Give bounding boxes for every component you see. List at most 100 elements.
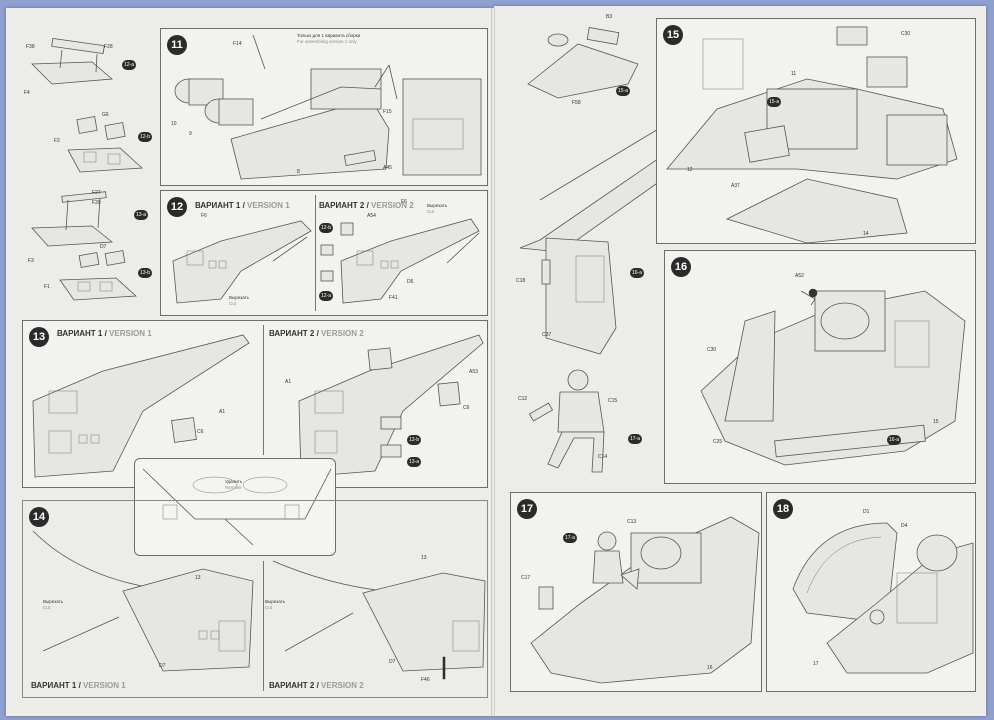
step-number-badge: 14 (29, 507, 49, 527)
step-16-panel: 16 A52 C30 15 C25 16-a (664, 250, 976, 484)
step-15-panel: 15 C30 11 12 A37 14 15-a (656, 18, 976, 244)
version-en: VERSION 1 (247, 201, 290, 210)
sub-badge: 16-a (630, 268, 644, 278)
part-label: D4 (901, 523, 908, 529)
remove-label-ru: Удалить (225, 479, 243, 484)
part-label: A1 (219, 409, 226, 415)
part-label: 10 (171, 121, 177, 127)
part-label: D6 (407, 279, 414, 285)
part-label: F3 (28, 258, 34, 264)
subassembly-17a: C12 C15 C14 17-a (518, 368, 658, 480)
sub-badge: 13-b (138, 268, 152, 278)
version-ru: ВАРИАНТ 2 (269, 329, 315, 338)
step-number-badge: 17 (517, 499, 537, 519)
version-ru: ВАРИАНТ 1 (195, 201, 241, 210)
part-label: F15 (383, 109, 392, 115)
part-label: F39 (92, 200, 101, 206)
cut-label-ru: Вырезать (265, 599, 286, 604)
cut-label-en: Cut (43, 605, 51, 610)
part-label: A53 (469, 369, 478, 375)
part-label: F14 (233, 41, 242, 47)
cut-label-ru: Вырезать (229, 295, 250, 300)
sub-badge: 17-a (563, 533, 577, 543)
step-number-badge: 18 (773, 499, 793, 519)
version-2-heading: ВАРИАНТ 2 / VERSION 2 (319, 201, 414, 210)
part-label: F2 (54, 138, 60, 144)
sub-badge: 15-a (616, 86, 630, 96)
step-number-badge: 11 (167, 35, 187, 55)
part-label: 9 (189, 131, 192, 137)
sub-badge: 12-b (138, 132, 152, 142)
version-note-en: For assembling version 1 only (297, 39, 357, 44)
part-label: A37 (731, 183, 740, 189)
part-label: 8 (297, 169, 300, 175)
step-11-panel: 11 Только для 1 варианта сборки For asse… (160, 28, 488, 186)
divider (263, 325, 264, 455)
cut-label-en: Cut (427, 209, 435, 214)
part-label: F1 (44, 284, 50, 290)
version-2-heading: ВАРИАНТ 2 / VERSION 2 (269, 329, 364, 338)
version-2-heading: ВАРИАНТ 2 / VERSION 2 (269, 681, 364, 690)
subassembly-12b: G6 F2 12-b (50, 112, 160, 187)
sub-badge: 12-a (122, 60, 136, 70)
part-label: C30 (901, 31, 911, 37)
part-label: C25 (713, 439, 723, 445)
version-note-ru: Только для 1 варианта сборки (297, 33, 361, 38)
divider (263, 561, 264, 691)
part-label: 11 (791, 71, 797, 77)
cut-label-ru: Вырезать (427, 203, 448, 208)
part-label: C12 (518, 396, 528, 402)
version-1-heading: ВАРИАНТ 1 / VERSION 1 (31, 681, 126, 690)
part-label: C13 (627, 519, 637, 525)
sub-badge: 12-b (319, 223, 333, 233)
part-label: C6 (463, 405, 470, 411)
sub-badge: 12-a (319, 291, 333, 301)
subassembly-16a: C18 C37 16-a (516, 228, 656, 364)
part-label: F6 (401, 199, 407, 205)
part-label: C18 (516, 278, 526, 284)
part-label: C37 (542, 332, 552, 338)
version-ru: ВАРИАНТ 2 (319, 201, 365, 210)
version-en: VERSION 2 (371, 201, 414, 210)
part-label: 17 (813, 661, 819, 667)
part-label: A45 (383, 165, 392, 171)
sub-badge: 13-a (407, 457, 421, 467)
sub-badge: 13-a (134, 210, 148, 220)
sub-badge: 17-a (628, 434, 642, 444)
remove-detail-inset: Удалить Remove (134, 458, 336, 556)
version-en: VERSION 1 (109, 329, 152, 338)
subassembly-15a: B3 F58 15-a (518, 14, 654, 110)
part-label: F4 (24, 90, 30, 96)
version-en: VERSION 2 (321, 681, 364, 690)
subassembly-13b: D7 F1 13-b (40, 244, 160, 310)
part-label: A1 (285, 379, 292, 385)
version-1-heading: ВАРИАНТ 1 / VERSION 1 (195, 201, 290, 210)
divider (315, 195, 316, 311)
sub-badge: 16-a (887, 435, 901, 445)
part-label: C17 (521, 575, 531, 581)
version-ru: ВАРИАНТ 1 (31, 681, 77, 690)
version-en: VERSION 1 (83, 681, 126, 690)
step-14-panel: 14 Вырезать Cut Вырезать Cut 13 D7 13 D7… (22, 500, 488, 698)
part-label: C14 (598, 454, 608, 460)
step-number-badge: 12 (167, 197, 187, 217)
part-label: 12 (687, 167, 693, 173)
part-label: 15 (933, 419, 939, 425)
version-ru: ВАРИАНТ 2 (269, 681, 315, 690)
part-label: G6 (102, 112, 109, 118)
part-label: C30 (707, 347, 717, 353)
step-18-panel: 18 D1 D4 17 (766, 492, 976, 692)
part-label: 13 (195, 575, 201, 581)
part-label: C6 (197, 429, 204, 435)
part-label: 16 (707, 665, 713, 671)
part-label: B3 (606, 14, 613, 20)
cut-label-ru: Вырезать (43, 599, 64, 604)
subassembly-12a: F38 F28 F4 12-a (22, 34, 142, 104)
remove-label-en: Remove (225, 485, 242, 490)
step-number-badge: 13 (29, 327, 49, 347)
step-12-panel: 12 ВАРИАНТ 1 / VERSION 1 ВАРИАНТ 2 / VER… (160, 190, 488, 316)
subassembly-13a: F27 F39 F3 13-a (22, 190, 152, 264)
part-label: 13 (421, 555, 427, 561)
step-17-panel: 17 C13 C17 16 17-a (510, 492, 762, 692)
part-label: F38 (26, 44, 35, 50)
